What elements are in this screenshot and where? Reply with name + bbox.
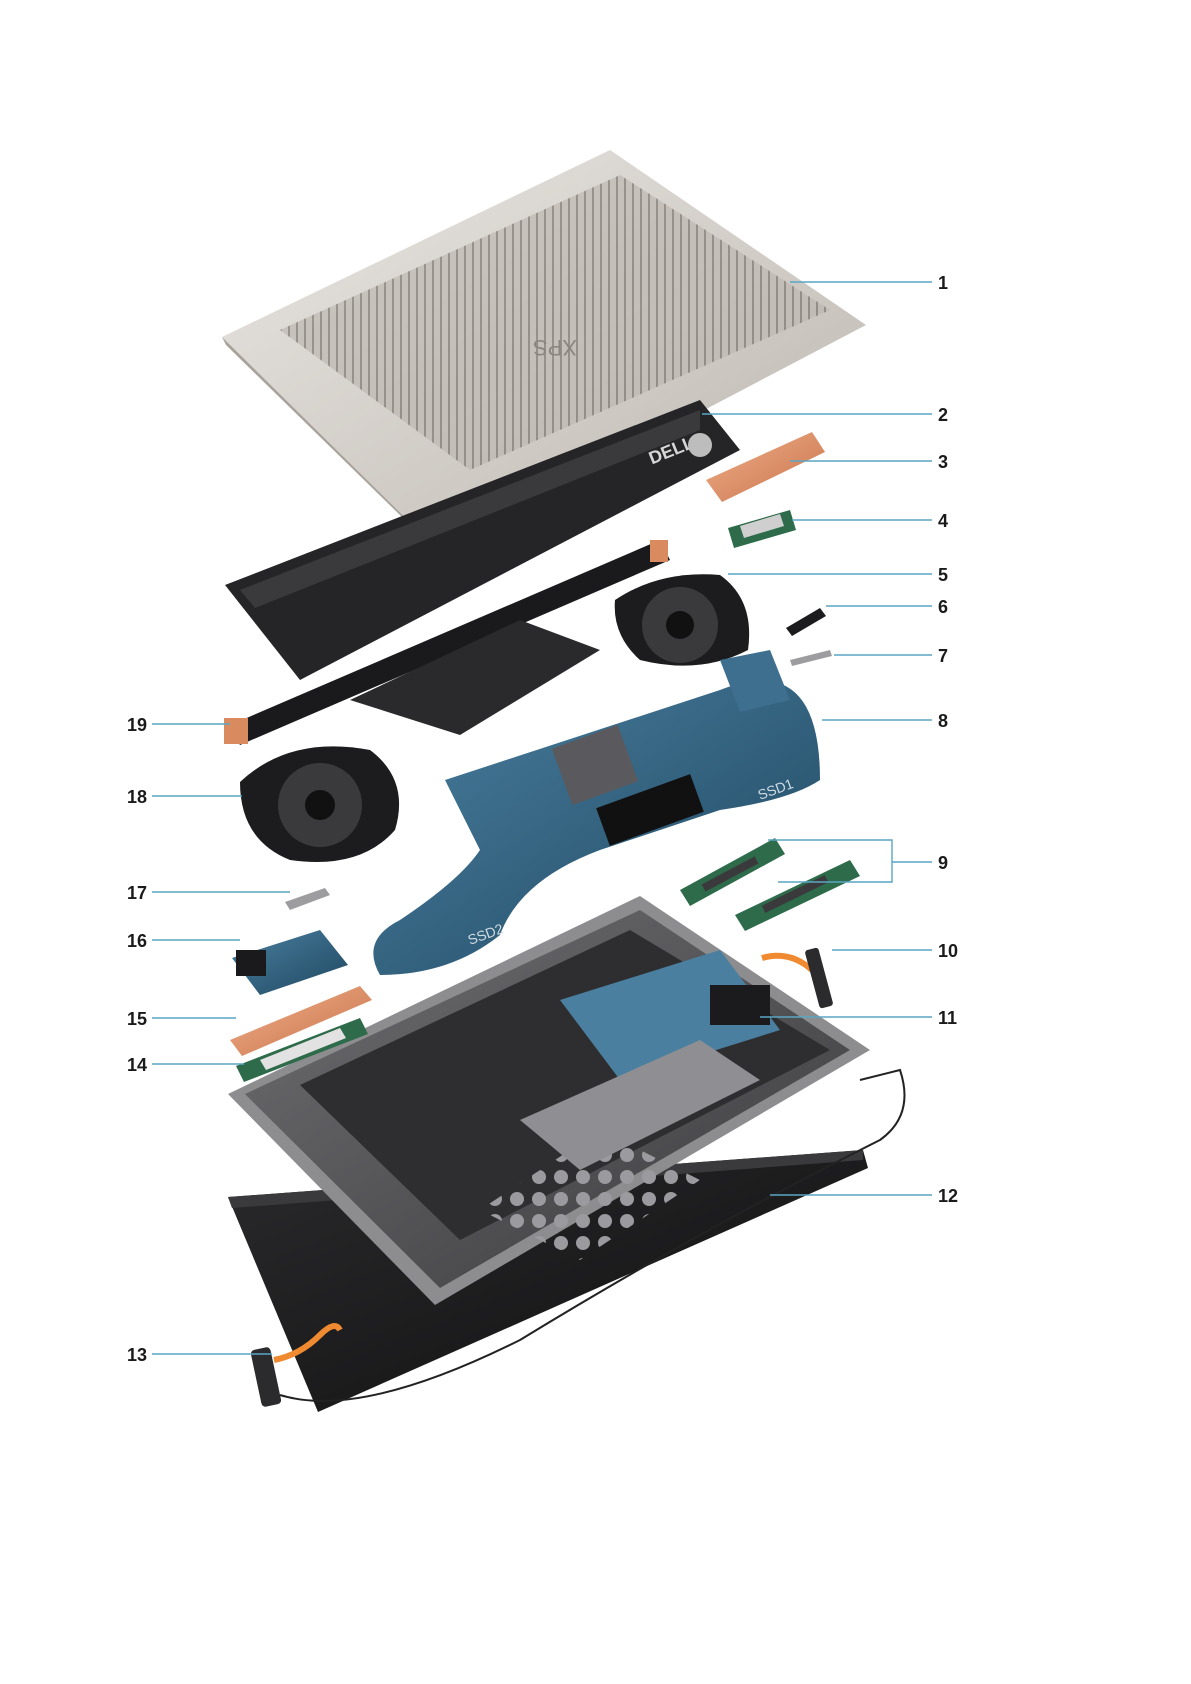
callout-6: 6 xyxy=(938,597,948,617)
left-fan xyxy=(240,746,399,862)
callout-1: 1 xyxy=(938,273,948,293)
callout-15: 15 xyxy=(127,1009,147,1029)
callout-13: 13 xyxy=(127,1345,147,1365)
callout-18: 18 xyxy=(127,787,147,807)
memory-modules xyxy=(680,838,860,931)
callout-9: 9 xyxy=(938,853,948,873)
callout-11: 11 xyxy=(938,1008,957,1028)
left-io-bracket xyxy=(285,888,330,910)
right-fan xyxy=(615,574,749,665)
callout-19: 19 xyxy=(127,715,147,735)
callout-4: 4 xyxy=(938,511,948,531)
callout-7: 7 xyxy=(938,646,948,666)
callout-12: 12 xyxy=(938,1186,958,1206)
callout-17: 17 xyxy=(127,883,147,903)
callout-14: 14 xyxy=(127,1055,147,1075)
small-bracket xyxy=(786,608,826,636)
base-logo: XPS xyxy=(533,335,577,360)
io-board xyxy=(232,930,348,995)
callout-8: 8 xyxy=(938,711,948,731)
callout-2: 2 xyxy=(938,405,948,425)
callout-16: 16 xyxy=(127,931,147,951)
io-bracket xyxy=(790,650,832,666)
solid-state-drive-small xyxy=(728,510,796,548)
callout-3: 3 xyxy=(938,452,948,472)
callout-5: 5 xyxy=(938,565,948,585)
callout-10: 10 xyxy=(938,941,958,961)
